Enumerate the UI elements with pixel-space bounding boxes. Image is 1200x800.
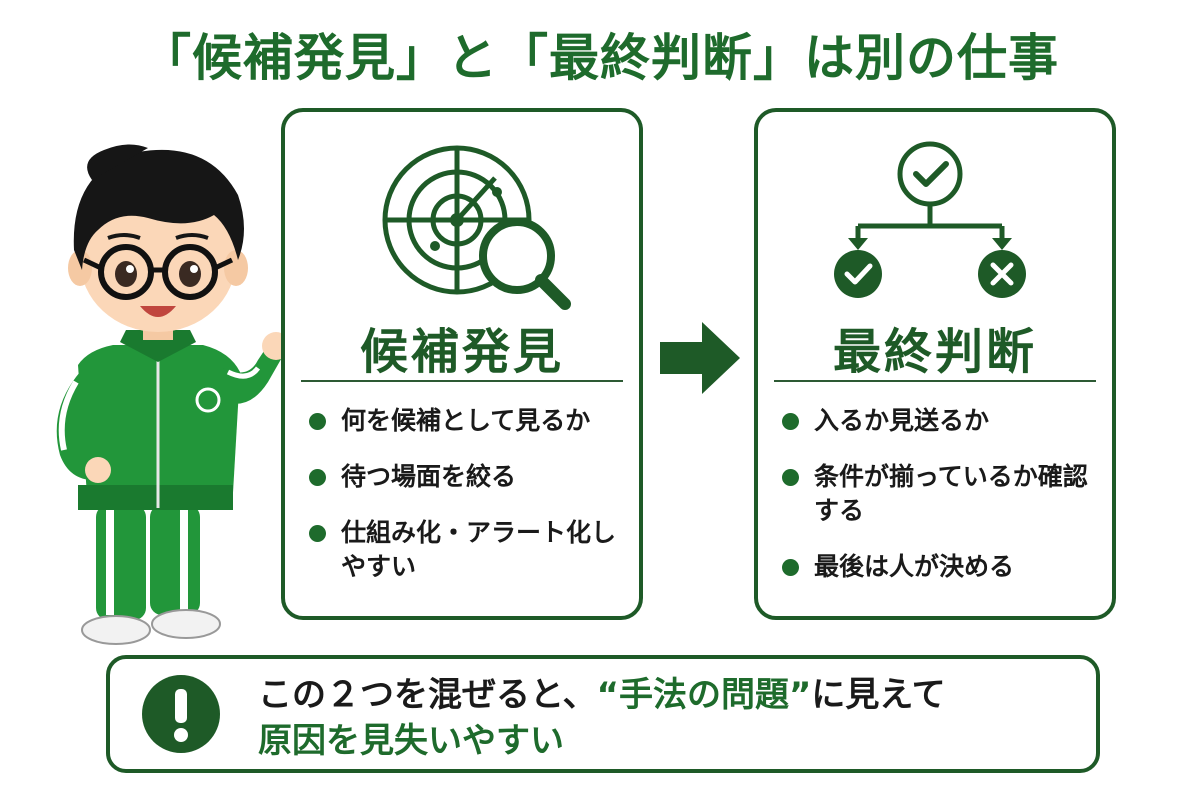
warning-note-line2: 原因を見失いやすい — [258, 721, 564, 761]
bullet-dot-icon — [782, 469, 799, 486]
card-divider — [774, 380, 1096, 382]
radar-magnifier-icon — [382, 145, 571, 310]
arrow-right-icon — [660, 322, 740, 394]
exclamation-icon — [142, 675, 220, 753]
list-item: 何を候補として見るか — [307, 404, 627, 438]
warning-note-box: この２つを混ぜると、“手法の問題”に見えて 原因を見失いやすい — [106, 655, 1100, 773]
list-item: 最後は人が決める — [780, 550, 1100, 584]
final-judgment-heading: 最終判断 — [832, 324, 1037, 380]
bullet-dot-icon — [782, 413, 799, 430]
list-item: 入るか見送るか — [780, 404, 1100, 438]
bullet-dot-icon — [309, 525, 326, 542]
final-judgment-list: 入るか見送るか 条件が揃っているか確認する 最後は人が決める — [780, 404, 1100, 606]
bullet-dot-icon — [782, 559, 799, 576]
list-item: 仕組み化・アラート化しやすい — [307, 516, 627, 584]
page-title: 「候補発見」と「最終判断」は別の仕事 — [141, 29, 1059, 87]
candidate-discovery-list: 何を候補として見るか 待つ場面を絞る 仕組み化・アラート化しやすい — [307, 404, 627, 606]
candidate-discovery-heading: 候補発見 — [359, 324, 564, 380]
list-item: 条件が揃っているか確認する — [780, 460, 1100, 528]
decision-branch-icon — [834, 141, 1026, 298]
bullet-dot-icon — [309, 413, 326, 430]
card-divider — [301, 380, 623, 382]
final-judgment-card: 最終判断 入るか見送るか 条件が揃っているか確認する 最後は人が決める — [754, 108, 1116, 620]
list-item: 待つ場面を絞る — [307, 460, 627, 494]
warning-note-highlight: “手法の問題” — [596, 675, 812, 715]
presenter-character-illustration — [56, 144, 298, 645]
bullet-dot-icon — [309, 469, 326, 486]
candidate-discovery-card: 候補発見 何を候補として見るか 待つ場面を絞る 仕組み化・アラート化しやすい — [281, 108, 643, 620]
warning-note-line1: この２つを混ぜると、“手法の問題”に見えて — [258, 675, 946, 715]
